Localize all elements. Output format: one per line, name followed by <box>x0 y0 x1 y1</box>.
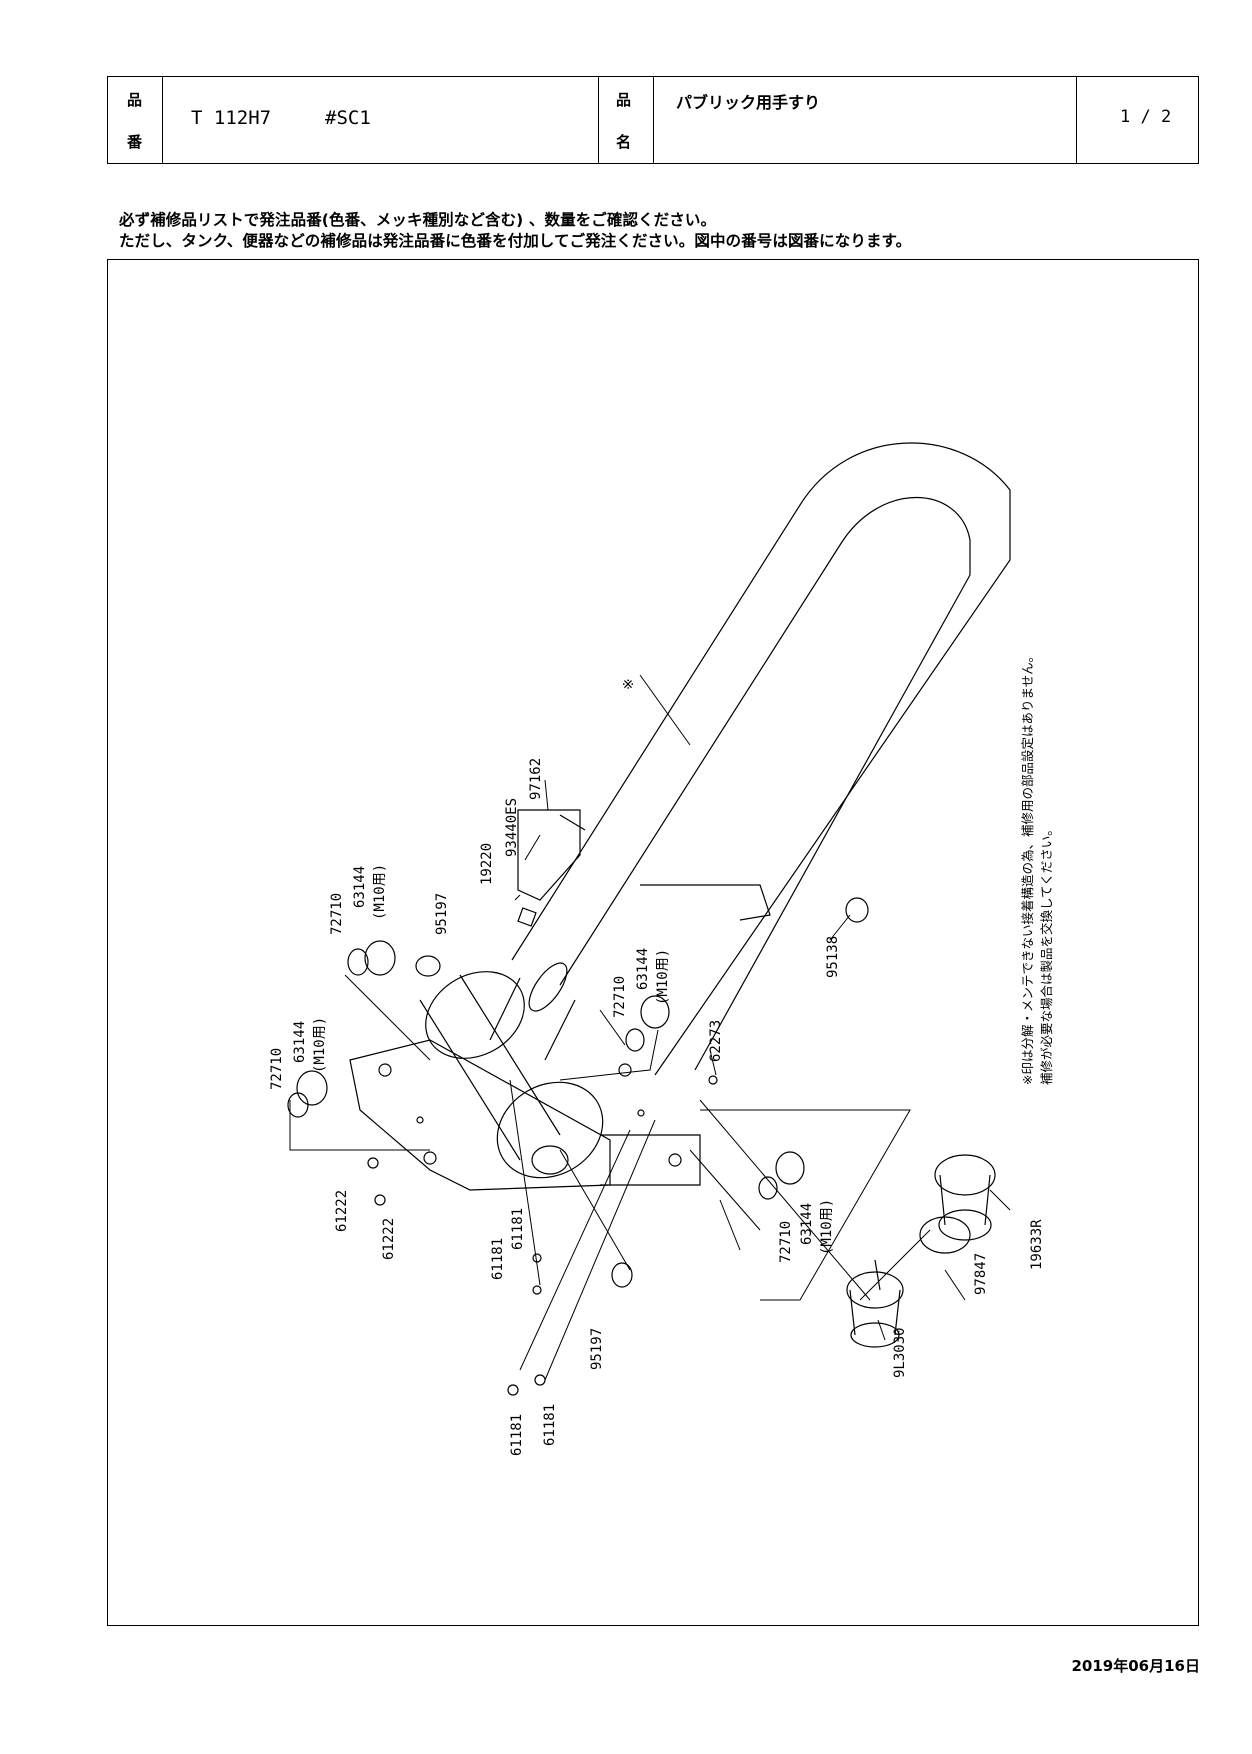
side-note: ※印は分解・メンテできない接着構造の為、補修用の部品設定はありません。 補修が必… <box>1020 650 1054 1085</box>
callouts: ※ 97162 93440ES 19220 63144 (M10用) 72710… <box>269 678 1045 1456</box>
issue-date: 2019年06月16日 <box>1071 1657 1201 1675</box>
callout-61181-d: 61181 <box>542 1404 558 1446</box>
title-block: 品 番 T 112H7 #SC1 品 名 パブリック用手すり 1 / 2 <box>107 76 1199 164</box>
callout-97847: 97847 <box>973 1253 989 1295</box>
notice-line-1: 必ず補修品リストで発注品番(色番、メッキ種別など含む) 、数量をご確認ください。 <box>119 211 717 229</box>
callout-m10-d: (M10用) <box>819 1199 835 1255</box>
callout-95197-a: 95197 <box>434 893 450 935</box>
drawing-frame <box>107 259 1199 1626</box>
callout-72710-d: 72710 <box>778 1221 794 1263</box>
callout-72710-a: 72710 <box>329 893 345 935</box>
divider <box>1076 77 1077 163</box>
callout-19633R: 19633R <box>1029 1219 1045 1270</box>
part-number-label: 番 <box>127 133 143 151</box>
mounting-base <box>349 971 701 1191</box>
divider <box>653 77 654 163</box>
bracket-clip <box>517 809 586 927</box>
callout-62273: 62273 <box>708 1020 724 1062</box>
callout-72710-b: 72710 <box>612 976 628 1018</box>
callout-97162: 97162 <box>528 758 544 800</box>
callout-61222-b: 61222 <box>381 1218 397 1260</box>
callout-m10-a: (M10用) <box>372 864 388 920</box>
callout-72710-c: 72710 <box>269 1048 285 1090</box>
part-name-label: 品 <box>616 91 632 109</box>
callout-63144-a: 63144 <box>352 866 368 908</box>
color-code: #SC1 <box>325 107 371 129</box>
side-note-line-1: ※印は分解・メンテできない接着構造の為、補修用の部品設定はありません。 <box>1020 650 1035 1085</box>
part-name-label: 名 <box>616 133 632 151</box>
callout-9L3030: 9L3030 <box>892 1327 908 1378</box>
callout-61181-b: 61181 <box>490 1238 506 1280</box>
leader-lines <box>514 674 1011 1341</box>
callout-63144-b: 63144 <box>635 948 651 990</box>
assembly-lines <box>289 974 931 1381</box>
notice-line-2: ただし、タンク、便器などの補修品は発注品番に色番を付加してご発注ください。図中の… <box>119 232 912 250</box>
part-number: T 112H7 <box>191 107 272 129</box>
callout-m10-c: (M10用) <box>312 1017 328 1073</box>
part-number-label: 品 <box>127 91 143 109</box>
callout-93440ES: 93440ES <box>504 798 520 857</box>
side-note-line-2: 補修が必要な場合は製品を交換してください。 <box>1039 823 1054 1085</box>
page-indicator: 1 / 2 <box>1120 107 1172 127</box>
divider <box>598 77 599 163</box>
callout-61181-c: 61181 <box>509 1414 525 1456</box>
part-name: パブリック用手すり <box>676 93 821 112</box>
callout-63144-c: 63144 <box>292 1021 308 1063</box>
end-cap-parts <box>846 1154 996 1348</box>
callout-19220: 19220 <box>479 843 495 885</box>
callout-63144-d: 63144 <box>799 1203 815 1245</box>
callout-61222-a: 61222 <box>334 1190 350 1232</box>
callout-95197-b: 95197 <box>589 1328 605 1370</box>
divider <box>162 77 163 163</box>
callout-95138: 95138 <box>825 936 841 978</box>
fasteners <box>287 897 869 1396</box>
handrail-tube <box>489 442 1011 1076</box>
callout-mark: ※ <box>621 678 637 690</box>
callout-m10-b: (M10用) <box>655 949 671 1005</box>
callout-61181-a: 61181 <box>510 1208 526 1250</box>
